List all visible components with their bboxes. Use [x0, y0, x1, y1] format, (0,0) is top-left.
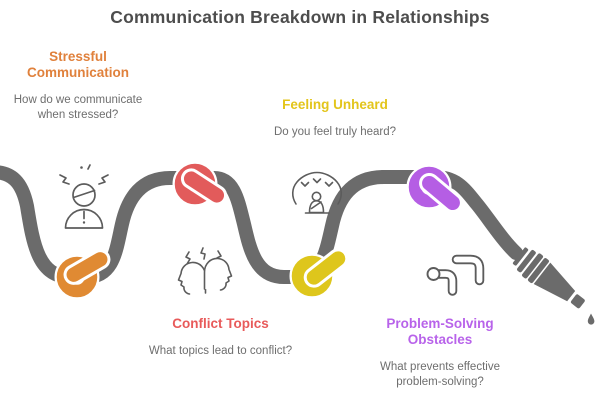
hose-nozzle: [512, 247, 585, 309]
section-heading: Conflict Topics: [172, 316, 269, 331]
water-drop-icon: [587, 313, 595, 325]
blocked-corner-arrows-icon: [426, 254, 485, 296]
arguing-heads-icon: [177, 247, 233, 295]
section-question: Do you feel truly heard?: [273, 126, 397, 138]
section-problem-solving-obstacles: Problem-Solving Obstacles What prevents …: [361, 316, 519, 389]
section-heading: Stressful Communication: [26, 49, 129, 80]
knot-stressful-communication: [54, 249, 111, 300]
stressed-person-icon: [59, 164, 109, 229]
person-under-noise-icon: [291, 171, 343, 214]
section-question: What topics lead to conflict?: [148, 345, 293, 357]
knot-conflict-topics: [172, 161, 228, 207]
section-question: What prevents effective problem-solving?: [380, 361, 500, 388]
section-heading: Problem-Solving Obstacles: [386, 316, 494, 347]
section-conflict-topics: Conflict Topics What topics lead to conf…: [143, 316, 298, 359]
section-feeling-unheard: Feeling Unheard Do you feel truly heard?: [250, 97, 420, 140]
page-title: Communication Breakdown in Relationships: [110, 7, 490, 27]
section-question: How do we communicate when stressed?: [13, 94, 143, 121]
knot-feeling-unheard: [289, 248, 349, 299]
section-stressful-communication: Stressful Communication How do we commun…: [6, 49, 150, 122]
section-heading: Feeling Unheard: [282, 97, 388, 112]
knot-problem-solving-obstacles: [406, 164, 463, 214]
